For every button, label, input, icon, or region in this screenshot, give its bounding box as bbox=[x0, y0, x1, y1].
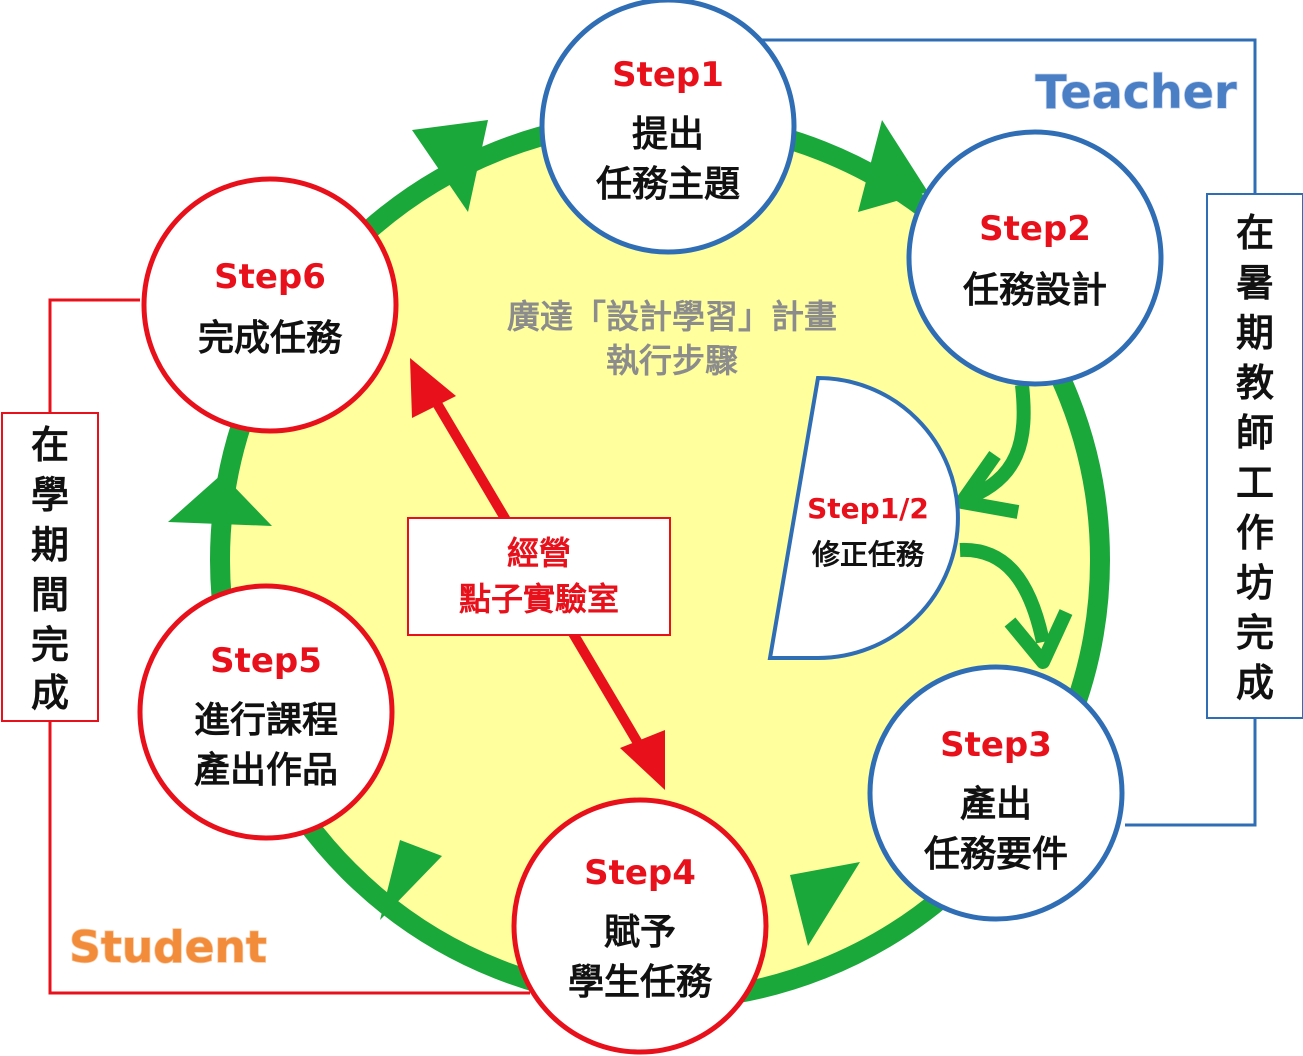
revise-out-arrow bbox=[959, 542, 1050, 644]
step2-label: Step2 bbox=[979, 209, 1091, 249]
student-note-char: 學 bbox=[31, 473, 69, 517]
lab-arrow-head-down bbox=[620, 730, 665, 790]
step4-text-line1: 賦予 bbox=[604, 912, 676, 953]
step5-text-line1: 進行課程 bbox=[194, 700, 338, 741]
step3-label: Step3 bbox=[940, 725, 1052, 765]
lab-box bbox=[407, 517, 671, 636]
step6-text-line1: 完成任務 bbox=[198, 318, 343, 359]
step2-text-line1: 任務設計 bbox=[963, 270, 1107, 311]
cycle-arrow-step4-to-step5 bbox=[380, 840, 442, 920]
teacher-note-box bbox=[1206, 193, 1303, 719]
teacher-note-char: 在 bbox=[1236, 211, 1274, 255]
step4-label: Step4 bbox=[584, 853, 696, 893]
step1-label: Step1 bbox=[612, 55, 724, 95]
step3-text-line1: 產出 bbox=[960, 784, 1032, 825]
teacher-note-char: 期 bbox=[1236, 311, 1274, 355]
student-side-note: 在 學 期 間 完 成 bbox=[31, 423, 69, 715]
step6-label: Step6 bbox=[214, 257, 326, 297]
student-role-label: Student bbox=[69, 922, 267, 973]
teacher-note-char: 作 bbox=[1236, 511, 1274, 555]
student-note-char: 間 bbox=[31, 573, 69, 617]
center-title-line2: 執行步驟 bbox=[606, 341, 738, 380]
student-note-char: 在 bbox=[31, 423, 69, 467]
teacher-note-char: 完 bbox=[1236, 611, 1274, 655]
step2-circle bbox=[906, 129, 1164, 387]
student-note-char: 成 bbox=[31, 671, 69, 715]
student-note-box bbox=[1, 412, 99, 722]
step1-text-line2: 任務主題 bbox=[596, 164, 740, 205]
teacher-side-note: 在 暑 期 教 師 工 作 坊 完 成 bbox=[1236, 211, 1274, 705]
step4-text-line2: 學生任務 bbox=[568, 962, 713, 1003]
revise-out-arrow-head bbox=[1004, 609, 1073, 669]
teacher-note-char: 工 bbox=[1236, 461, 1274, 505]
step5-circle bbox=[137, 583, 395, 841]
step3-circle bbox=[867, 664, 1125, 922]
revise-in-arrow bbox=[959, 384, 1031, 507]
revise-in-arrow-head bbox=[955, 450, 1020, 519]
teacher-note-char: 教 bbox=[1236, 361, 1274, 405]
student-note-char: 完 bbox=[31, 623, 69, 667]
teacher-note-char: 成 bbox=[1236, 661, 1274, 705]
step1-circle bbox=[539, 0, 797, 255]
teacher-role-label: Teacher bbox=[1035, 65, 1237, 119]
cycle-arrow-step5-to-step6 bbox=[168, 474, 272, 526]
lab-box-line2: 點子實驗室 bbox=[459, 580, 619, 618]
step3-text-line2: 任務要件 bbox=[924, 834, 1068, 875]
step4-circle bbox=[511, 797, 769, 1055]
revise-label: Step1/2 bbox=[807, 492, 929, 525]
step5-text-line2: 產出作品 bbox=[194, 750, 338, 791]
lab-arrow-head-up bbox=[410, 358, 456, 418]
cycle-arrow-step6-to-step1 bbox=[412, 120, 488, 212]
revise-text: 修正任務 bbox=[811, 538, 925, 571]
step6-circle bbox=[141, 176, 399, 434]
step1-text-line1: 提出 bbox=[632, 114, 704, 155]
cycle-arrow-step3-to-step4 bbox=[790, 862, 860, 946]
teacher-note-char: 暑 bbox=[1236, 261, 1274, 305]
cycle-arrow-step1-to-step2 bbox=[858, 120, 928, 212]
teacher-note-char: 師 bbox=[1236, 411, 1274, 455]
revise-halfcircle bbox=[767, 375, 960, 660]
center-title-line1: 廣達「設計學習」計畫 bbox=[507, 297, 837, 336]
teacher-note-char: 坊 bbox=[1236, 561, 1274, 605]
lab-box-line1: 經營 bbox=[507, 534, 571, 572]
student-note-char: 期 bbox=[31, 523, 69, 567]
step5-label: Step5 bbox=[210, 641, 322, 681]
